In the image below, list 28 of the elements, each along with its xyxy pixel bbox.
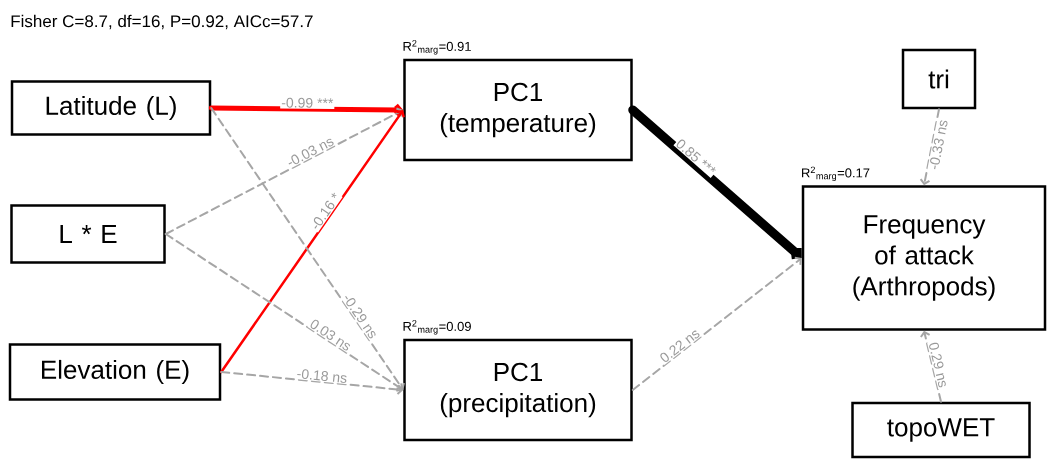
edge-label: -0.33 ns — [927, 117, 950, 172]
variable-box: PC1 (temperature) — [403, 58, 633, 162]
variable-box: Elevation (E) — [8, 343, 222, 401]
arrow — [919, 330, 942, 403]
edge-label: 0.03 ns — [307, 316, 354, 354]
arrow — [919, 108, 940, 186]
edge-label: 0.29 ns — [927, 340, 950, 390]
arrow — [220, 371, 404, 395]
arrow — [164, 107, 404, 235]
edge-label: 0.22 ns — [657, 326, 703, 365]
title: Fisher C=8.7, df=16, P=0.92, AICc=57.7 — [11, 14, 313, 30]
arrow — [208, 103, 404, 117]
edge-label: -0.18 ns — [295, 367, 349, 385]
r-squared-label: R$^{2}$$_{marg}$=0.17 — [802, 166, 870, 182]
r-squared-label: R$^{2}$$_{marg}$=0.09 — [403, 320, 471, 335]
variable-box: PC1 (precipitation) — [403, 338, 633, 442]
arrow — [628, 105, 802, 260]
variable-box: Frequency of attack (Arthropods) — [801, 185, 1047, 331]
edge-label: 0.85 *** — [673, 136, 719, 178]
variable-box: tri — [901, 48, 977, 110]
r-squared-label: R$^{2}$$_{marg}$=0.91 — [403, 40, 471, 55]
arrow — [631, 256, 802, 391]
edge-label: -0.99 *** — [280, 96, 335, 110]
edge-label: -0.03 ns — [284, 134, 337, 170]
variable-box: topoWET — [851, 401, 1031, 459]
variable-box: L * E — [10, 204, 166, 264]
variable-box: Latitude (L) — [10, 80, 212, 136]
arrow — [164, 233, 404, 392]
